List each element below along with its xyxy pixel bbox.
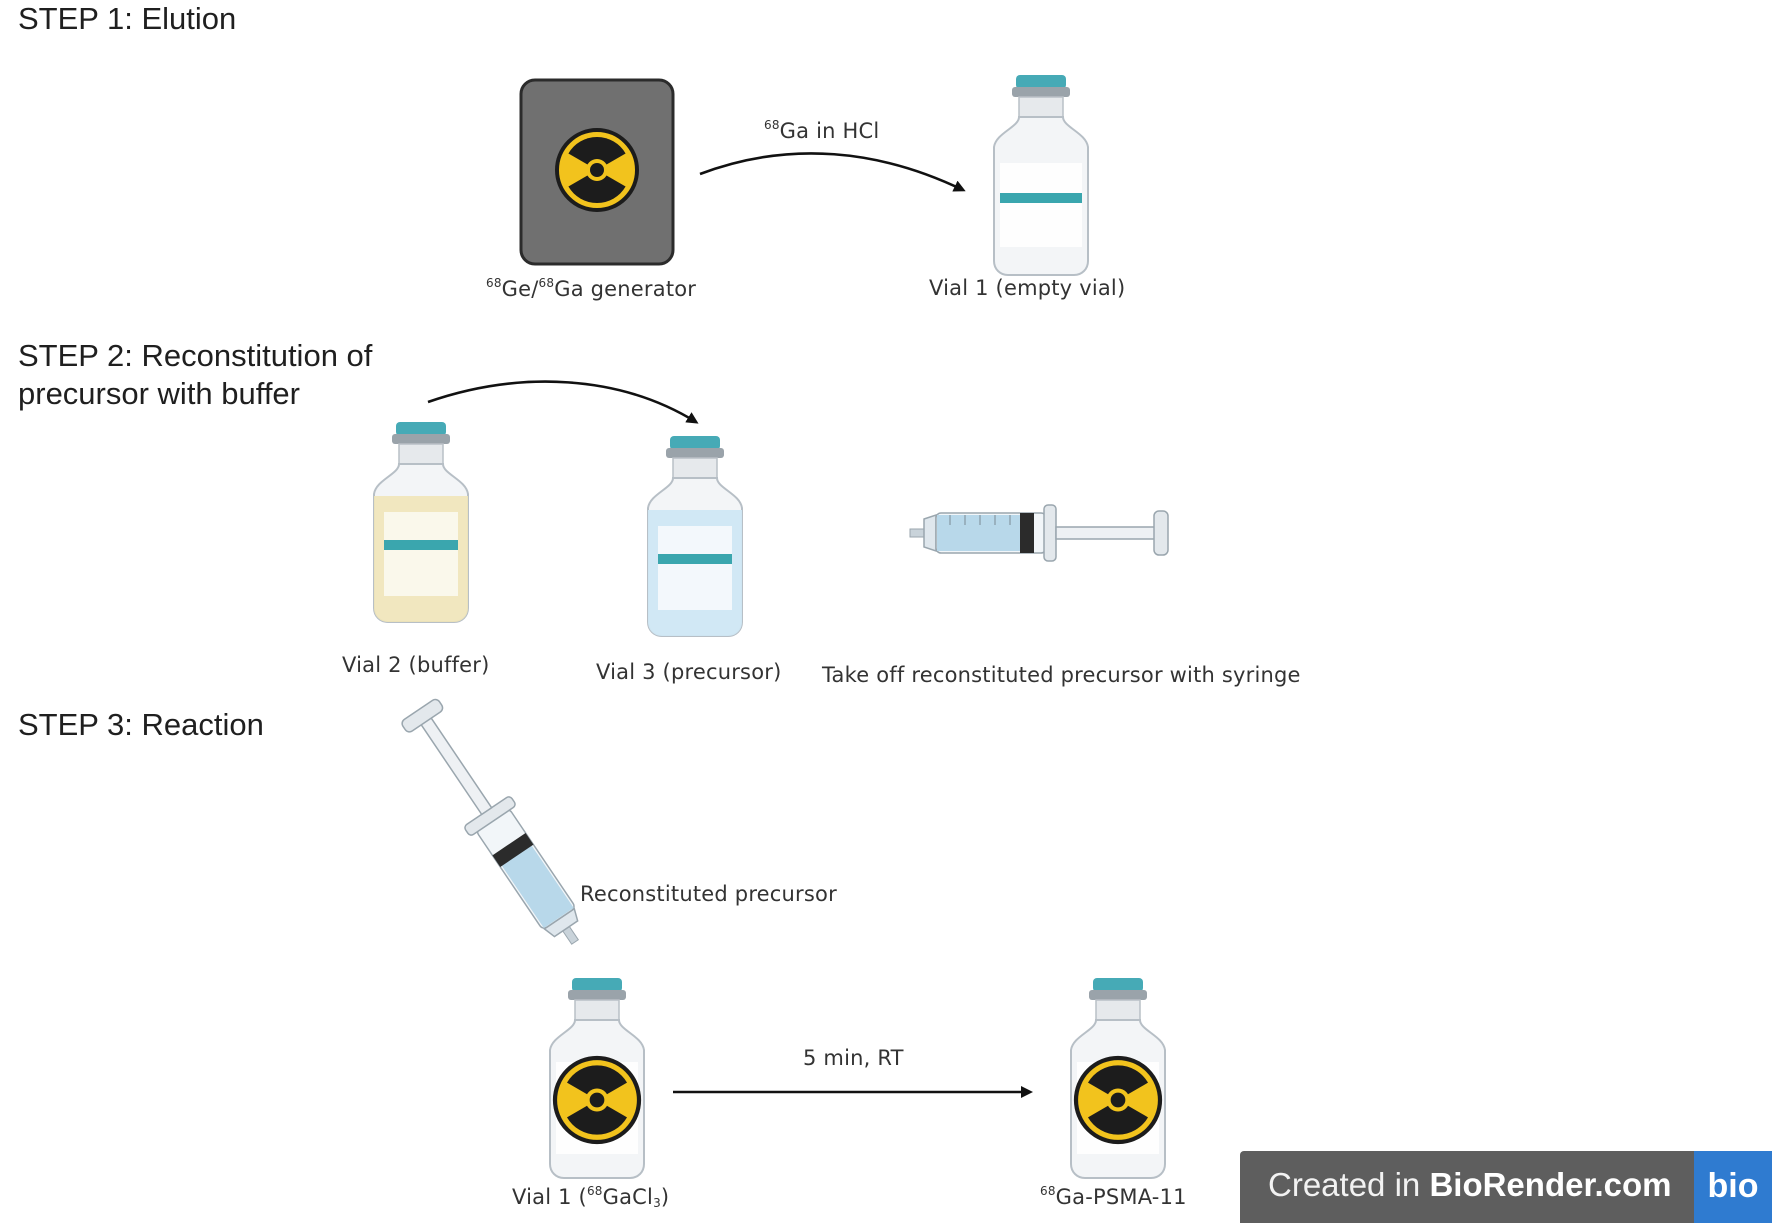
vial3-label: Vial 3 (precursor) [596, 660, 782, 684]
lead-generator-icon [519, 78, 675, 266]
reaction-arrow-label: 5 min, RT [803, 1046, 904, 1070]
step2-title-line2: precursor with buffer [18, 376, 300, 411]
syringe-step2-label: Take off reconstituted precursor with sy… [822, 663, 1301, 687]
precursor-vial-icon [647, 435, 743, 637]
vial1-gacl3-label: Vial 1 (68GaCl3) [512, 1184, 670, 1210]
syringe-icon [909, 504, 1169, 562]
product-label: 68Ga-PSMA-11 [1040, 1184, 1187, 1209]
gacl3-vial-icon [549, 977, 645, 1179]
product-vial-icon [1070, 977, 1166, 1179]
biorender-watermark: Created in BioRender.com bio [1240, 1151, 1772, 1223]
step3-title: STEP 3: Reaction [18, 707, 264, 742]
buffer-vial-icon [373, 421, 469, 623]
generator-label: 68Ge/68Ga generator [486, 276, 697, 301]
vial2-label: Vial 2 (buffer) [342, 653, 490, 677]
step2-title-line1: STEP 2: Reconstitution of [18, 338, 373, 373]
step1-title: STEP 1: Elution [18, 1, 237, 36]
diagonal-syringe-icon [401, 698, 580, 945]
elution-arrow [699, 152, 966, 192]
vial1-empty-label: Vial 1 (empty vial) [929, 276, 1126, 300]
syringe-step3-label: Reconstituted precursor [580, 882, 837, 906]
biorender-logo-icon: bio [1694, 1151, 1772, 1223]
watermark-text: Created in BioRender.com [1268, 1166, 1672, 1203]
empty-vial-icon [993, 74, 1089, 276]
elution-arrow-label: 68Ga in HCl [764, 118, 880, 143]
transfer-arrow [427, 380, 699, 424]
